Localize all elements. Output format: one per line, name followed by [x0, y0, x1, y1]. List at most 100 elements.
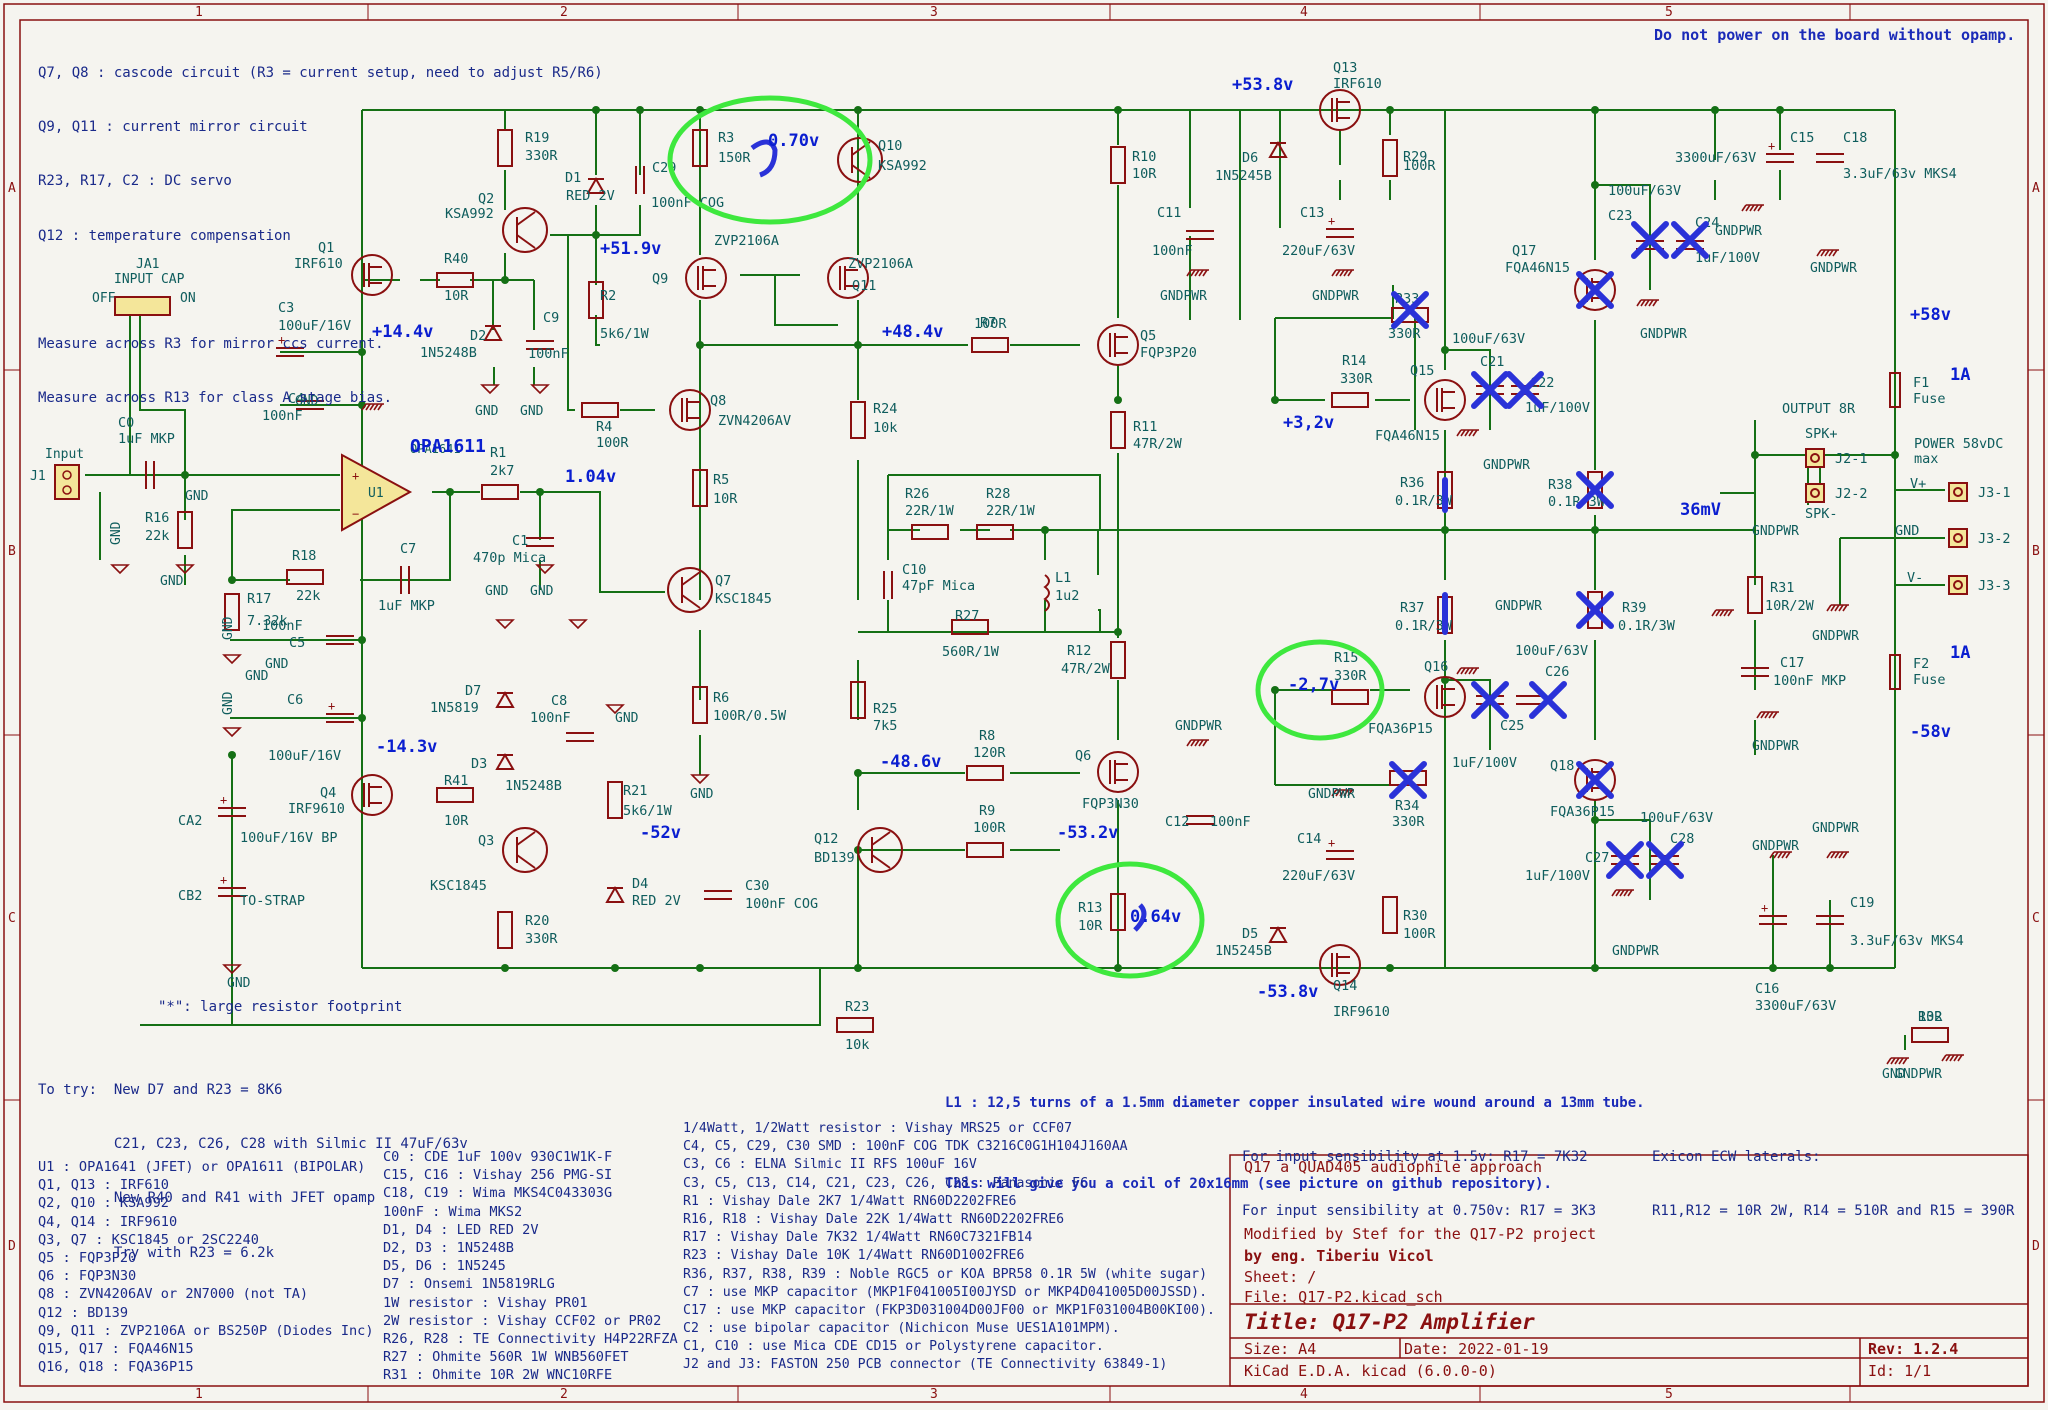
r10-ref: R10 — [1132, 149, 1156, 165]
design-notes: Q7, Q8 : cascode circuit (R3 = current s… — [38, 28, 603, 425]
c9-capacitor — [526, 340, 554, 350]
exicon-line: Exicon ECW laterals: — [1652, 1149, 1821, 1165]
d5-diode — [1268, 925, 1288, 943]
bom-line: 1W resistor : Vishay PR01 — [383, 1294, 588, 1311]
q17-value: FQA46N15 — [1505, 260, 1570, 276]
f2-ref: F2 — [1913, 656, 1929, 672]
svg-text:−: − — [352, 507, 359, 521]
q9-value: ZVP2106A — [714, 233, 779, 249]
to-try-line: New R40 and R41 with JFET opamp — [38, 1190, 376, 1207]
c6-ref: C6 — [287, 692, 303, 708]
note-line: Measure across R3 for mirror ccs current… — [38, 335, 384, 352]
gnd-power-label: GND — [615, 711, 639, 726]
bom-line: Q3, Q7 : KSC1845 or 2SC2240 — [38, 1231, 259, 1248]
bom-line: D2, D3 : 1N5248B — [383, 1239, 514, 1256]
r6-ref: R6 — [713, 690, 729, 706]
r38-resistor — [1587, 471, 1603, 509]
gnd-power-label: GND — [221, 691, 236, 715]
gnd-power-label: GND — [1882, 1067, 1906, 1082]
to-try-line: C21, C23, C26, C28 with Silmic II 47uF/6… — [38, 1136, 468, 1153]
r26-value: 22R/1W — [905, 503, 955, 519]
c5-capacitor — [326, 635, 354, 645]
d7-ref: D7 — [465, 683, 481, 699]
r13-resistor — [1110, 893, 1126, 931]
r21-value: 5k6/1W — [623, 803, 673, 819]
gnd-power-label: GND — [109, 521, 124, 545]
c19-ref: C19 — [1850, 895, 1874, 911]
gndpwr-symbol — [361, 403, 384, 411]
spk-plus-label: SPK+ — [1805, 426, 1838, 442]
c16-capacitor: + — [1759, 901, 1787, 925]
c1-value: 470p Mica — [473, 550, 546, 566]
r6-resistor — [692, 686, 708, 724]
spk-minus-label: SPK- — [1805, 506, 1838, 522]
r1-value: 2k7 — [490, 463, 514, 479]
gndpwr-power-label: GNDPWR — [1752, 839, 1799, 854]
d7-diode — [495, 690, 515, 708]
r32-resistor — [1911, 1027, 1949, 1043]
output-label: OUTPUT 8R — [1782, 401, 1856, 417]
r19-resistor — [497, 129, 513, 167]
v538-annotation: +53.8v — [1232, 75, 1293, 95]
r10-resistor — [1110, 146, 1126, 184]
r19-value: 330R — [525, 148, 558, 164]
r17-value: 7.32k — [247, 613, 288, 629]
gnd-symbol — [605, 704, 625, 715]
r4-value: 100R — [596, 435, 629, 451]
c30-capacitor — [704, 890, 732, 900]
r39-value: 0.1R/3W — [1618, 618, 1676, 634]
r21-ref: R21 — [623, 783, 647, 799]
bom-line: R36, R37, R38, R39 : Noble RGC5 or KOA B… — [683, 1266, 1208, 1282]
svg-text:+: + — [1328, 836, 1335, 850]
gndpwr-power-label: GNDPWR — [1308, 787, 1355, 802]
gnd-symbol — [110, 564, 130, 575]
gndpwr-symbol — [1636, 299, 1659, 307]
c26-ref: C26 — [1545, 664, 1569, 680]
q8-value: ZVN4206AV — [718, 413, 791, 429]
bom-semiconductors: U1 : OPA1641 (JFET) or OPA1611 (BIPOLAR)… — [38, 1158, 374, 1376]
c17-ref: C17 — [1780, 655, 1804, 671]
r28-ref: R28 — [986, 486, 1010, 502]
tb-id: Id: 1/1 — [1868, 1362, 1932, 1380]
c16-value: 3300uF/63V — [1755, 998, 1836, 1014]
bom-line: C3, C6 : ELNA Silmic II RFS 100uF 16V — [683, 1157, 977, 1173]
r33-value: 330R — [1388, 326, 1421, 342]
c1-capacitor — [526, 537, 554, 547]
q9-mosfet — [685, 257, 727, 299]
r41-value: 10R — [444, 813, 469, 829]
r27-ref: R27 — [955, 608, 979, 624]
l1-note-line: This will give you a coil of 20x16mm (se… — [945, 1176, 1552, 1192]
q15-value: FQA46N15 — [1375, 428, 1440, 444]
q2-value: KSA992 — [445, 206, 494, 222]
c11-ref: C11 — [1157, 205, 1181, 221]
r8-ref: R8 — [979, 728, 995, 744]
c28-ref: C28 — [1670, 831, 1694, 847]
r28-value: 22R/1W — [986, 503, 1036, 519]
c26-value: 100uF/63V — [1515, 643, 1588, 659]
d1-diode — [586, 176, 606, 194]
r20-value: 330R — [525, 931, 558, 947]
border-row-label: B — [8, 544, 16, 559]
gnd-power-label: GND — [485, 584, 509, 599]
ca2-capacitor: + — [218, 793, 246, 817]
c19-value: 3.3uF/63v MKS4 — [1850, 933, 1964, 949]
r36-ref: R36 — [1400, 475, 1424, 491]
c30-value: 100nF COG — [745, 896, 818, 912]
r39-ref: R39 — [1622, 600, 1646, 616]
r9-ref: R9 — [979, 803, 995, 819]
q3-ref: Q3 — [478, 833, 494, 849]
border-col-label: 5 — [1665, 1387, 1673, 1402]
bom-line: C15, C16 : Vishay 256 PMG-SI — [383, 1167, 613, 1184]
ca2-value: 100uF/16V BP — [240, 830, 338, 846]
bom-line: C7 : use MKP capacitor (MKP1F041005I00JY… — [683, 1284, 1208, 1300]
c8-ref: C8 — [551, 693, 567, 709]
c13-capacitor: + — [1326, 214, 1354, 238]
gnd-symbol — [175, 564, 195, 575]
r8-value: 120R — [973, 745, 1006, 761]
r38-value: 0.1R/3W — [1548, 494, 1606, 510]
c25-ref: C25 — [1500, 718, 1524, 734]
c17-capacitor — [1741, 667, 1769, 677]
gnd-symbol — [690, 774, 710, 785]
c12-capacitor — [1186, 815, 1214, 825]
